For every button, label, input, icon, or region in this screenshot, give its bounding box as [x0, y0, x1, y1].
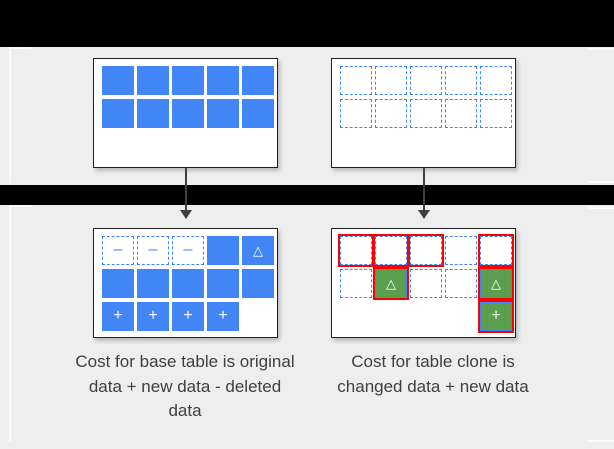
data-block-dashed: – — [137, 236, 169, 265]
arrow-table-clone-icon — [418, 168, 430, 219]
plus-icon: + — [148, 306, 158, 324]
arrow-shaft — [423, 168, 425, 218]
data-block-empty — [375, 302, 407, 331]
data-block-dashed — [410, 66, 442, 95]
caption-table-clone: Cost for table clone is changed data + n… — [337, 352, 529, 396]
data-block-dashed — [340, 66, 372, 95]
data-block-empty — [340, 302, 372, 331]
slide-edge-line — [9, 47, 31, 49]
plus-icon: + — [218, 306, 228, 324]
data-block-empty — [410, 302, 442, 331]
triangle-icon: △ — [491, 276, 501, 291]
data-block-dashed — [410, 269, 442, 298]
plus-icon: + — [183, 306, 193, 324]
minus-icon: – — [113, 240, 123, 258]
slide-edge-line — [9, 207, 11, 442]
data-block-dashed — [375, 66, 407, 95]
data-block-dashed — [375, 99, 407, 128]
cell-grid — [102, 66, 274, 128]
data-block-solid — [242, 66, 274, 95]
data-block-solid: + — [137, 302, 169, 331]
data-block-solid: + — [207, 302, 239, 331]
cell-grid: △ △ + — [338, 234, 514, 333]
data-block-solid — [207, 236, 239, 265]
minus-icon: – — [148, 240, 158, 258]
data-block-dashed — [445, 236, 477, 265]
data-block-solid — [242, 269, 274, 298]
data-block-green: △ — [373, 267, 409, 300]
data-block-dashed — [340, 269, 372, 298]
data-block-dashed — [410, 99, 442, 128]
arrow-shaft — [185, 168, 187, 218]
data-block-dashed: – — [172, 236, 204, 265]
minus-icon: – — [183, 240, 193, 258]
data-block-dashed — [338, 234, 374, 267]
data-block-solid — [242, 99, 274, 128]
data-block-solid — [102, 269, 134, 298]
card-base-table-original — [93, 58, 278, 168]
data-block-solid — [207, 66, 239, 95]
data-block-dashed: – — [102, 236, 134, 265]
slide-edge-line — [9, 49, 11, 183]
card-table-clone-initial — [331, 58, 516, 168]
data-block-solid — [137, 66, 169, 95]
data-block-solid — [102, 66, 134, 95]
arrow-head — [180, 210, 192, 219]
data-block-solid — [137, 99, 169, 128]
slide-edge-line — [588, 207, 614, 209]
data-block-dashed — [478, 234, 514, 267]
caption-base-table: Cost for base table is original data + n… — [75, 352, 295, 421]
arrow-base-table-icon — [180, 168, 192, 219]
data-block-empty — [445, 302, 477, 331]
data-block-solid — [207, 99, 239, 128]
data-block-dashed — [445, 269, 477, 298]
slide-edge-line — [588, 48, 614, 50]
data-block-solid: △ — [242, 236, 274, 265]
triangle-icon: △ — [253, 243, 263, 258]
data-block-solid — [172, 99, 204, 128]
plus-icon: + — [113, 306, 123, 324]
slide-edge-line — [9, 205, 31, 207]
slide-edge-line — [588, 181, 614, 183]
data-block-solid: + — [172, 302, 204, 331]
data-block-dashed — [480, 66, 512, 95]
data-block-solid — [172, 66, 204, 95]
card-base-table-after-changes: – – – △ + + + + — [93, 228, 278, 338]
data-block-dashed — [445, 66, 477, 95]
data-block-dashed — [408, 234, 444, 267]
arrow-head — [418, 210, 430, 219]
data-block-dashed — [480, 99, 512, 128]
data-block-solid — [207, 269, 239, 298]
cell-grid — [340, 66, 512, 128]
data-block-dashed — [445, 99, 477, 128]
data-block-green: + — [478, 300, 514, 333]
data-block-solid — [102, 99, 134, 128]
triangle-icon: △ — [386, 276, 396, 291]
data-block-green: △ — [478, 267, 514, 300]
data-block-solid — [137, 269, 169, 298]
slide-edge-line — [588, 440, 614, 442]
card-table-clone-after-changes: △ △ + — [331, 228, 516, 338]
plus-icon: + — [491, 306, 501, 324]
data-block-empty — [242, 302, 274, 331]
data-block-solid — [172, 269, 204, 298]
data-block-solid: + — [102, 302, 134, 331]
cell-grid: – – – △ + + + + — [102, 236, 274, 331]
data-block-dashed — [373, 234, 409, 267]
data-block-dashed — [340, 99, 372, 128]
